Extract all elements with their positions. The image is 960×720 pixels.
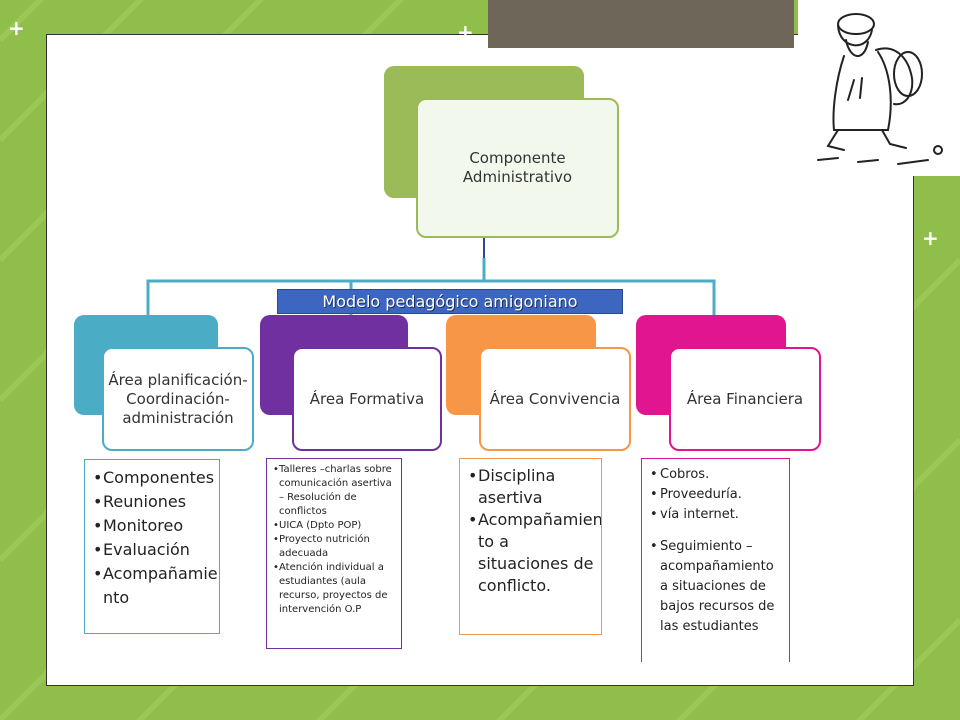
list-item: Reuniones xyxy=(93,490,213,514)
list-item: Cobros. xyxy=(650,465,783,485)
area-node-financiera: Área Financiera xyxy=(669,347,821,451)
list-item: Acompañamien to a situaciones de conflic… xyxy=(468,509,601,597)
area-label: Área Formativa xyxy=(309,389,425,408)
list-formativa: Talleres –charlas sobre comunicación ase… xyxy=(266,458,402,649)
list-item: Atención individual a estudiantes (aula … xyxy=(273,561,397,617)
list-item: Componentes xyxy=(93,466,214,490)
header-bar xyxy=(488,0,794,48)
list-item: Proveeduría. xyxy=(650,485,783,505)
list-planificacion: Componentes Reuniones Monitoreo Evaluaci… xyxy=(84,459,220,634)
list-financiera: Cobros. Proveeduría. vía internet. Segui… xyxy=(641,458,790,662)
plus-icon: + xyxy=(922,226,939,250)
root-label: Componente Administrativo xyxy=(462,149,573,186)
list-item: Talleres –charlas sobre comunicación ase… xyxy=(273,463,397,519)
list-item: Monitoreo xyxy=(93,514,213,538)
list-item: vía internet. xyxy=(650,505,783,525)
area-label: Área planificación- Coordinación- admini… xyxy=(108,370,248,427)
plus-icon: + xyxy=(8,16,25,40)
list-item: Seguimiento – acompañamiento a situacion… xyxy=(650,537,783,637)
area-node-planificacion: Área planificación- Coordinación- admini… xyxy=(102,347,254,451)
list-item: Disciplina asertiva xyxy=(468,465,595,509)
area-node-convivencia: Área Convivencia xyxy=(479,347,631,451)
list-item: Evaluación xyxy=(93,538,213,562)
list-item: Acompañamie nto xyxy=(93,562,218,610)
list-convivencia: Disciplina asertiva Acompañamien to a si… xyxy=(459,458,602,635)
list-item: UICA (Dpto POP) xyxy=(273,519,397,533)
list-item: Proyecto nutrición adecuada xyxy=(273,533,397,561)
friar-illustration xyxy=(798,0,960,176)
diagram-title: Modelo pedagógico amigoniano xyxy=(277,289,623,314)
area-node-formativa: Área Formativa xyxy=(292,347,442,451)
area-label: Área Convivencia xyxy=(489,389,621,408)
plus-icon: + xyxy=(457,20,474,44)
area-label: Área Financiera xyxy=(686,389,804,408)
root-node: Componente Administrativo xyxy=(416,98,619,238)
